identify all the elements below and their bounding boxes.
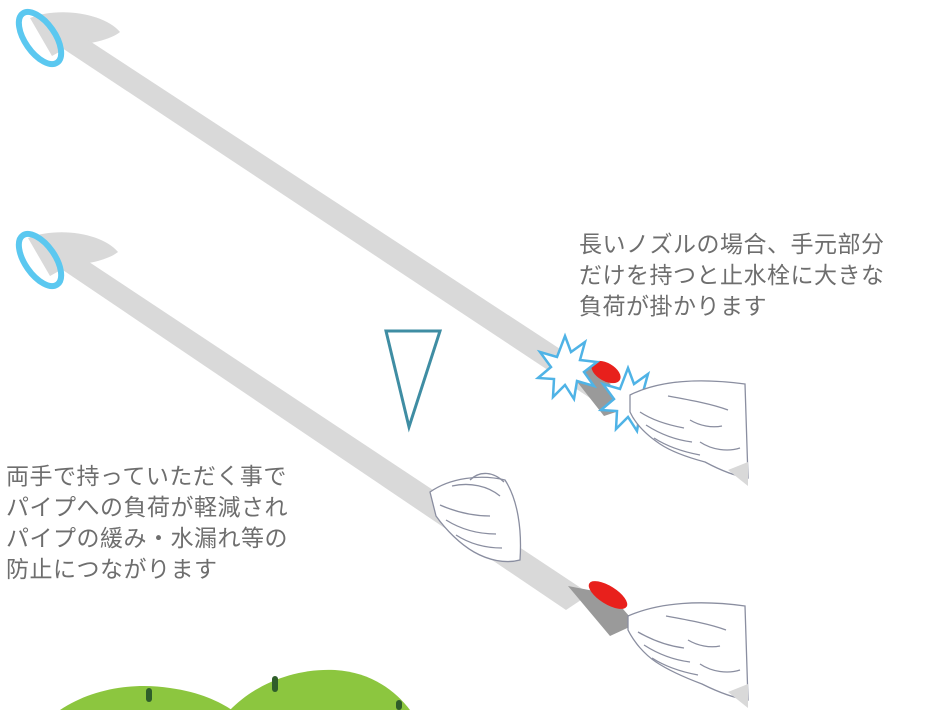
hand-fingers-middle	[439, 472, 505, 549]
hand-sketch-icon-middle	[429, 472, 522, 563]
hand-sketch-icon-bottom	[627, 602, 749, 708]
hand-fingers-top	[639, 395, 741, 456]
impact-burst-icon-1	[534, 332, 601, 403]
nozzle-ring-bottom	[15, 230, 65, 290]
tree-3	[396, 700, 402, 710]
down-triangle-arrow-icon	[384, 329, 443, 433]
red-mark-top	[591, 360, 621, 384]
pipe-joint-bottom	[568, 586, 636, 636]
hand-palm-bottom	[627, 602, 749, 701]
caption-two-hands-advice: 両手で持っていただく事で パイプへの負荷が軽減され パイプの緩み・水漏れ等の 防…	[6, 464, 288, 583]
one-hand-nozzle-pipe	[15, 8, 628, 416]
caption-one-hand-warning: 長いノズルの場合、手元部分 だけを持つと止水栓に大きな 負荷が掛かります	[579, 232, 885, 320]
pipe-body-top	[50, 36, 612, 398]
hill-right	[230, 669, 410, 710]
green-hills	[60, 669, 410, 710]
hand-cuff-bottom	[728, 684, 748, 708]
hand-sketch-icon-top	[629, 380, 749, 486]
nozzle-head-bottom	[28, 232, 118, 276]
nozzle-head-top	[30, 12, 120, 57]
hand-cuff-top	[728, 462, 748, 486]
tree-1	[146, 688, 152, 702]
nozzle-ring-top	[15, 8, 65, 68]
hand-palm-top	[629, 380, 749, 479]
red-mark-bottom	[588, 581, 628, 609]
hand-fingers-bottom	[637, 615, 741, 676]
tree-2	[272, 676, 278, 692]
hand-palm-middle	[429, 476, 522, 563]
